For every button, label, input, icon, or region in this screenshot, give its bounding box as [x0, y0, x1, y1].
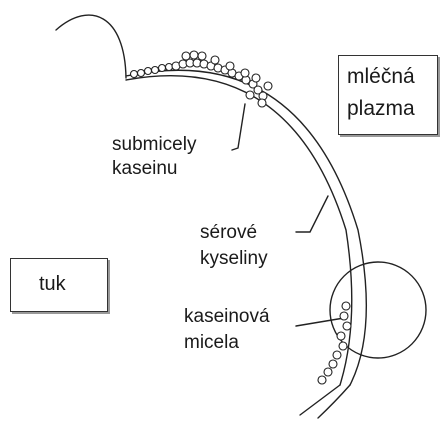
leader-casein-micelle — [296, 318, 344, 326]
milk-plasma-box: mléčná plazma — [338, 55, 438, 135]
fat-box: tuk — [10, 258, 108, 312]
submicelle-cluster-micelle — [318, 302, 351, 384]
whey-acids-line1: sérové — [200, 222, 257, 244]
whey-acids-line2: kyseliny — [200, 248, 268, 270]
leader-submicelles — [232, 104, 245, 150]
casein-submicelles-line1: submicely — [112, 134, 196, 156]
submicelle-cluster-top — [131, 51, 273, 107]
hook-curve — [56, 15, 126, 78]
milk-plasma-line2: plazma — [347, 98, 415, 120]
membrane-tail — [300, 385, 340, 415]
fat-label: tuk — [39, 273, 66, 295]
casein-micelle-line1: kaseinová — [184, 306, 270, 328]
casein-micelle-line2: micela — [184, 332, 239, 354]
milk-plasma-line1: mléčná — [347, 66, 415, 88]
leader-whey-acids — [296, 196, 328, 232]
casein-submicelles-line2: kaseinu — [112, 158, 178, 180]
